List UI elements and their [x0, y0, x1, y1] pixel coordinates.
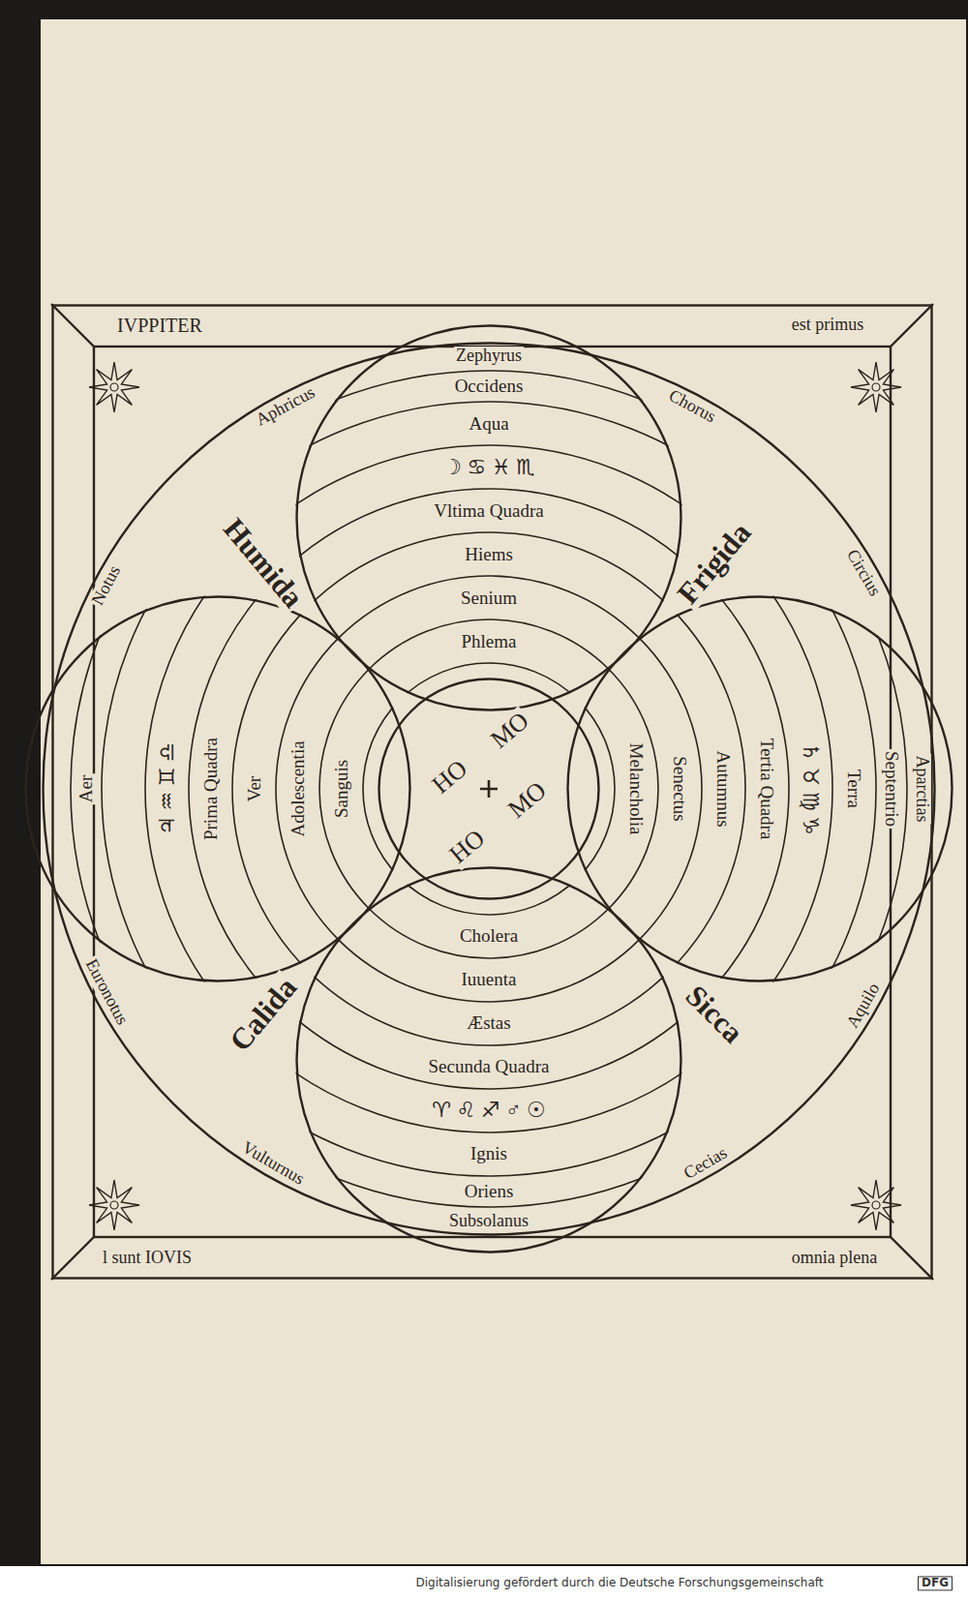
band-label: Melancholia — [626, 741, 647, 838]
ring-label: Subsolanus — [447, 1211, 531, 1232]
band-label: Prima Quadra — [201, 735, 222, 843]
world-circle: ZephyrusAphricusChorusHumidaFrigidaNotus… — [41, 341, 937, 1237]
band-label: Senium — [458, 588, 519, 609]
digitization-note: Digitalisierung gefördert durch die Deut… — [415, 1576, 823, 1590]
ring-label: Notus — [88, 561, 127, 611]
funder-logo: DFG — [917, 1575, 953, 1591]
band-label: Aqua — [466, 414, 511, 435]
ring-label: Sicca — [678, 978, 753, 1053]
band-label: ♈ ♌ ♐ ♂ ☉ — [429, 1098, 547, 1122]
band-line — [101, 401, 877, 1177]
band-label: Hiems — [462, 544, 515, 566]
corner-star-eye — [872, 1201, 880, 1210]
corner-star — [89, 362, 140, 413]
band-label: Autumnus — [713, 748, 734, 829]
frame-inscription: est primus — [789, 315, 867, 335]
band-label: Septentrio — [881, 749, 903, 829]
band-label: Tertia Quadra — [756, 736, 778, 843]
ring-label: Aphricus — [251, 382, 321, 431]
band-line — [363, 663, 615, 915]
center-cross — [480, 780, 498, 798]
frame-inscription: IVPPITER — [115, 314, 205, 336]
band-label: Ver — [244, 774, 266, 804]
band-line — [232, 532, 746, 1046]
band-label: Cholera — [457, 926, 520, 947]
frame-square: IVPPITER est primus omnia plena l sunt IOVI… — [51, 303, 934, 1280]
band-label: Adolescentia — [288, 738, 309, 839]
ring-label: Calida — [221, 969, 304, 1059]
frame-inscription: omnia plena — [789, 1248, 879, 1269]
paper-page — [40, 19, 967, 1565]
band-label: Terra — [844, 767, 865, 811]
band-label: ♄ ♉ ♍ ♑ — [798, 740, 822, 837]
band-label: Oriens — [462, 1181, 516, 1203]
band-label: Phlema — [459, 632, 519, 653]
corner-star-eye — [872, 383, 880, 392]
band-label: Sanguis — [332, 757, 353, 820]
band-label: HO — [443, 823, 492, 872]
band-label: Æstas — [464, 1013, 513, 1034]
band-label: Vltima Quadra — [431, 501, 545, 522]
band-label: MO — [501, 775, 554, 825]
ring-label: Aparctias — [911, 754, 932, 825]
ring-label: Zephyrus — [453, 346, 524, 366]
band-label: Ignis — [468, 1144, 510, 1165]
band-label: Aer — [76, 773, 97, 805]
band-line — [188, 488, 789, 1089]
corner-star-eye — [110, 383, 119, 392]
homo-circle: HOMOHOMO — [377, 677, 601, 901]
corner-star-eye — [110, 1201, 119, 1210]
band-label: MO — [484, 705, 537, 756]
element-circle: CholeraIuuentaÆstasSecunda Quadra ♈ ♌ ♐ ♂… — [295, 866, 683, 1254]
band-label: Senectus — [669, 754, 691, 824]
band-line — [70, 370, 908, 1208]
corner-star — [850, 1179, 902, 1231]
frame-inscription: l sunt IOVIS — [100, 1248, 194, 1269]
corner-star — [850, 362, 902, 413]
corner-star — [89, 1179, 140, 1231]
band-label: Iuuenta — [459, 969, 519, 991]
band-label: ♃ ♒ ♊ ♎ — [155, 740, 180, 837]
band-line — [145, 445, 833, 1133]
band-label: HO — [425, 754, 475, 802]
band-label: Secunda Quadra — [425, 1057, 551, 1078]
band-label: Occidens — [453, 376, 526, 397]
homo-circle-outline — [377, 677, 601, 901]
band-label: ☽ ♋ ♓ ♏ — [440, 455, 537, 480]
